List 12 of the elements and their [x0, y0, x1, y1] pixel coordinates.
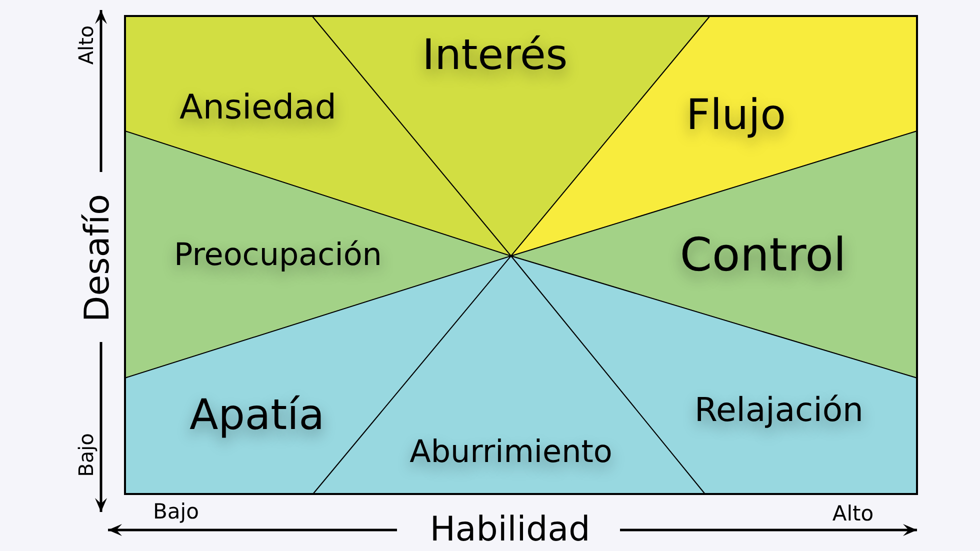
axis-end-label: Alto: [832, 502, 874, 526]
region-label: Flujo: [686, 92, 786, 138]
region-label: Apatía: [190, 392, 324, 438]
axis-end-label: Bajo: [75, 433, 97, 477]
region-label: Ansiedad: [180, 89, 336, 127]
region-label: Preocupación: [174, 238, 382, 272]
region-label: Aburrimiento: [410, 434, 612, 470]
region-label: Relajación: [694, 392, 864, 428]
region-label: Interés: [422, 32, 568, 78]
region-label: Control: [680, 230, 846, 280]
axis-end-label: Alto: [75, 25, 97, 65]
axis-end-label: Bajo: [153, 500, 199, 524]
